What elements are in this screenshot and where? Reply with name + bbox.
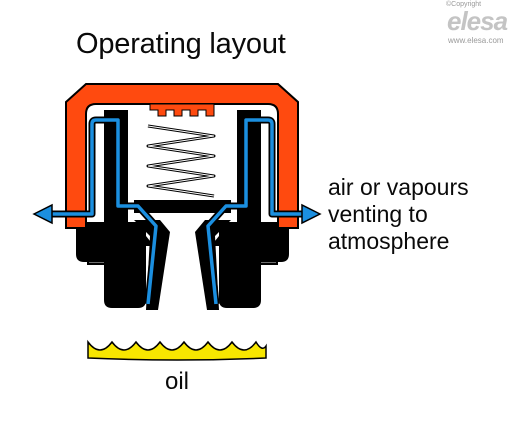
copyright-notice: ©Copyright xyxy=(446,1,482,8)
oil-label: oil xyxy=(165,368,190,395)
brand-url: www.elesa.com xyxy=(448,36,504,45)
venting-caption-line: atmosphere xyxy=(328,228,450,254)
venting-caption-line: venting to xyxy=(328,201,428,227)
spring xyxy=(146,124,216,198)
diagram-title: Operating layout xyxy=(76,28,286,60)
venting-flow-arrows xyxy=(32,116,322,305)
venting-caption: air or vapours venting to atmosphere xyxy=(328,174,469,255)
orange-cap xyxy=(65,83,299,229)
oil-waves xyxy=(87,339,267,361)
venting-caption-line: air or vapours xyxy=(328,174,469,200)
piston-plate xyxy=(134,200,231,213)
brand-logo: elesa xyxy=(447,6,508,36)
